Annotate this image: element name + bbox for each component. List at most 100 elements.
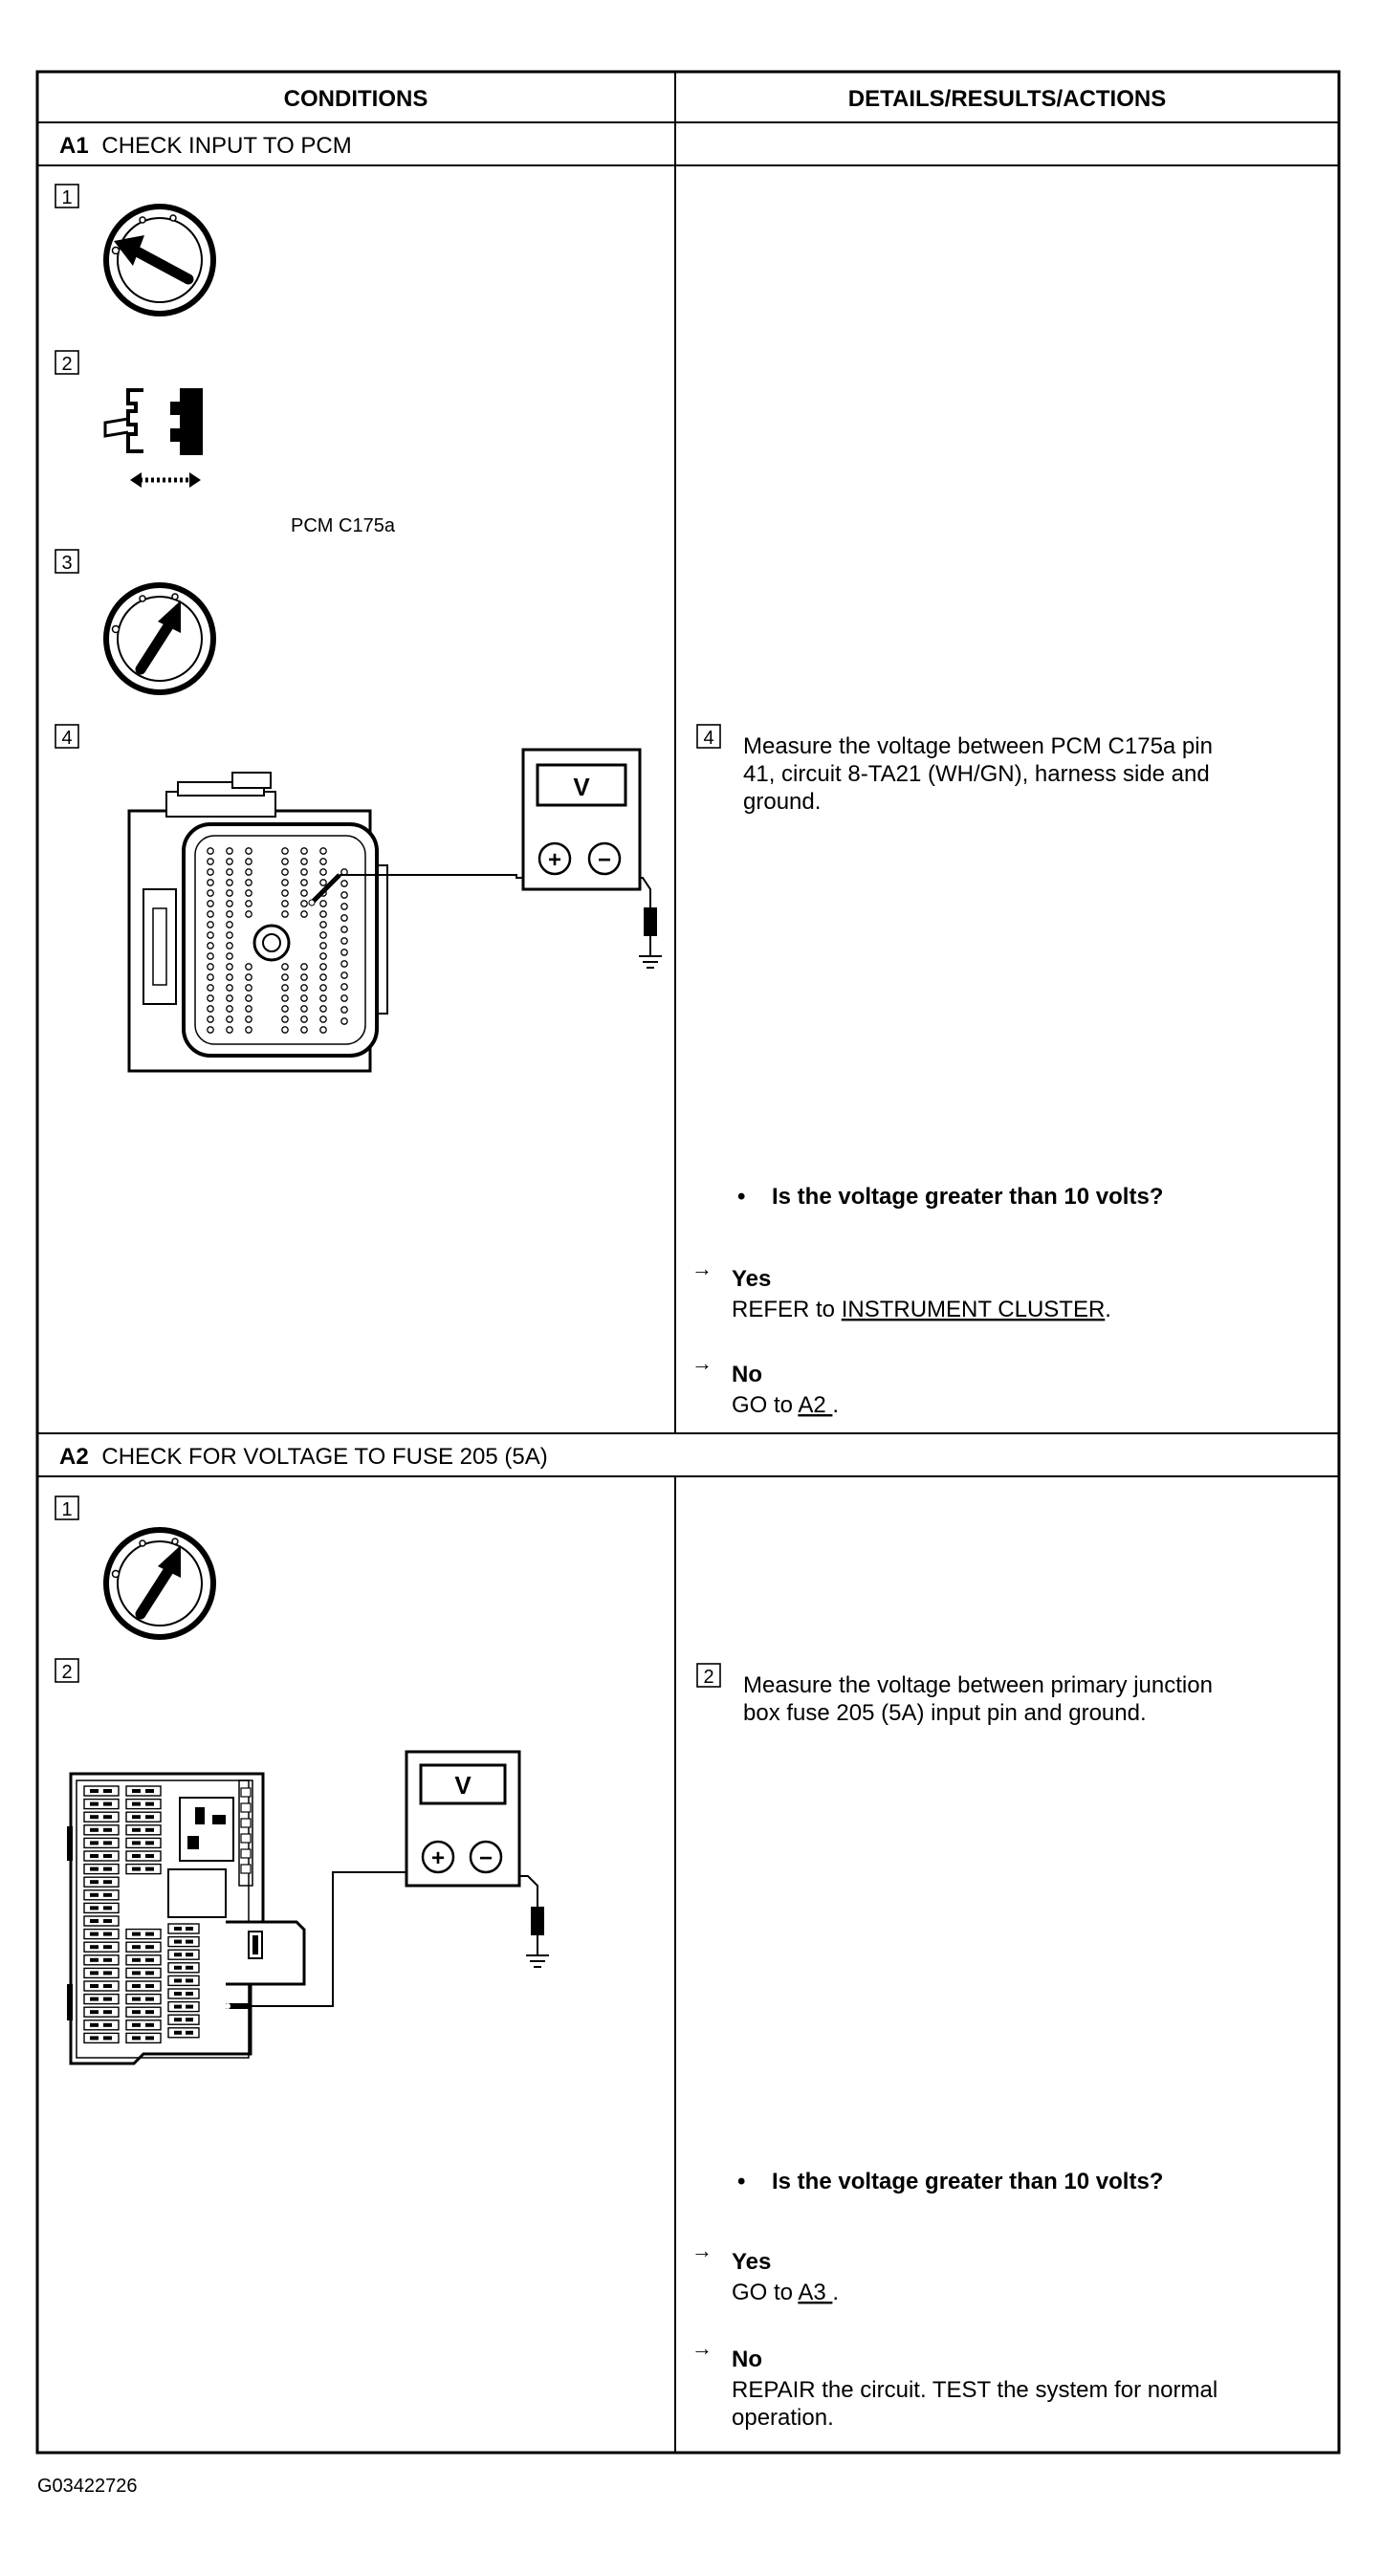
pin xyxy=(226,879,233,886)
pin xyxy=(245,963,252,971)
voltmeter-icon: V + − xyxy=(405,1750,521,1888)
fuse-slot xyxy=(125,1785,162,1797)
pin xyxy=(319,942,327,950)
pin xyxy=(207,1026,214,1034)
ground-symbol-icon xyxy=(639,907,662,969)
fuse-slot xyxy=(125,1850,162,1862)
pin xyxy=(300,847,308,855)
fuse-slot xyxy=(125,1928,162,1940)
diagnostic-table xyxy=(35,70,1341,2455)
pin xyxy=(281,1026,289,1034)
fuse-slot xyxy=(83,1837,120,1849)
pin xyxy=(281,847,289,855)
pin xyxy=(340,880,348,887)
pin xyxy=(245,868,252,876)
pin xyxy=(340,960,348,968)
fuse-slot xyxy=(125,1837,162,1849)
section-a2-title: A2 CHECK FOR VOLTAGE TO FUSE 205 (5A) xyxy=(59,1444,548,1470)
a2-no-arrow: → xyxy=(691,2336,713,2360)
pin xyxy=(207,1005,214,1013)
pin xyxy=(226,1005,233,1013)
pin xyxy=(245,900,252,907)
step-number: 3 xyxy=(61,553,72,574)
pin xyxy=(207,868,214,876)
voltmeter-icon: V + − xyxy=(521,748,642,891)
pin xyxy=(300,858,308,865)
pin xyxy=(226,868,233,876)
ground-symbol-icon xyxy=(526,1907,549,1968)
pin xyxy=(207,900,214,907)
pin xyxy=(319,910,327,918)
negative-terminal: − xyxy=(479,1845,493,1871)
instruction-line: Measure the voltage between primary junc… xyxy=(743,1672,1213,1698)
positive-terminal: + xyxy=(431,1845,445,1871)
a2-question: Is the voltage greater than 10 volts? xyxy=(772,2169,1163,2194)
goto-a2-link[interactable]: A2 xyxy=(798,1392,832,1418)
instruction-line: ground. xyxy=(743,789,821,815)
fuse-slot xyxy=(125,2032,162,2044)
fuse-slot xyxy=(125,1824,162,1836)
step-box-a1-1: 1 xyxy=(55,184,79,208)
fuse-slot xyxy=(83,1967,120,1979)
step-box-a1-2: 2 xyxy=(55,350,79,375)
fuse-slot xyxy=(167,1923,200,1934)
pin xyxy=(300,994,308,1002)
pin xyxy=(207,889,214,897)
voltmeter-symbol: V xyxy=(454,1771,472,1800)
pin xyxy=(245,847,252,855)
pin xyxy=(340,914,348,922)
pin xyxy=(300,910,308,918)
pin xyxy=(207,1015,214,1023)
fuse-slot xyxy=(83,1889,120,1901)
fuse-slot xyxy=(167,1962,200,1974)
pin xyxy=(281,1005,289,1013)
ignition-switch-on-icon xyxy=(103,582,216,695)
pin xyxy=(226,952,233,960)
step-number: 4 xyxy=(61,728,72,749)
fuse-slot xyxy=(83,1863,120,1875)
fuse-slot xyxy=(125,2006,162,2018)
pin xyxy=(319,1026,327,1034)
fuse-slot xyxy=(83,1928,120,1940)
side-terminal xyxy=(240,1848,252,1859)
pin xyxy=(340,926,348,933)
pin xyxy=(245,973,252,981)
punctuation: . xyxy=(832,2280,839,2305)
pin xyxy=(207,994,214,1002)
step-box-a2-1: 1 xyxy=(55,1495,79,1520)
pin xyxy=(245,1026,252,1034)
a1-yes-arrow: → xyxy=(691,1256,713,1280)
pin xyxy=(340,971,348,979)
pin xyxy=(281,963,289,971)
side-terminal xyxy=(240,1833,252,1844)
pin xyxy=(281,973,289,981)
step-number: 1 xyxy=(61,1499,72,1520)
instruction-line: Measure the voltage between PCM C175a pi… xyxy=(743,733,1213,759)
header-conditions: CONDITIONS xyxy=(284,86,428,112)
pin xyxy=(207,963,214,971)
pin xyxy=(340,983,348,991)
step-box-a1-detail-4: 4 xyxy=(696,724,721,749)
instruction-line: 41, circuit 8-TA21 (WH/GN), harness side… xyxy=(743,761,1210,787)
pin xyxy=(300,889,308,897)
pin xyxy=(245,984,252,992)
section-a1-id: A1 xyxy=(59,133,89,159)
pin xyxy=(300,900,308,907)
fuse-slot xyxy=(167,2027,200,2039)
section-a1-title-text: CHECK INPUT TO PCM xyxy=(101,133,351,159)
connector-pins xyxy=(207,847,348,1034)
a1-question: Is the voltage greater than 10 volts? xyxy=(772,1184,1163,1210)
side-terminal xyxy=(240,1864,252,1874)
fuse-slot xyxy=(83,1785,120,1797)
fuse-slot xyxy=(83,2032,120,2044)
fuse-slot xyxy=(83,1980,120,1992)
pin xyxy=(207,952,214,960)
goto-a3-link[interactable]: A3 xyxy=(798,2280,832,2305)
a2-no-label: No xyxy=(732,2347,762,2372)
punctuation: . xyxy=(832,1392,839,1418)
instrument-cluster-link[interactable]: INSTRUMENT CLUSTER xyxy=(842,1297,1106,1322)
pin xyxy=(340,1006,348,1014)
fuse-slot xyxy=(167,1988,200,1999)
a2-yes-action: GO to A3 . xyxy=(732,2280,839,2305)
a2-question-bullet: • xyxy=(737,2169,745,2194)
